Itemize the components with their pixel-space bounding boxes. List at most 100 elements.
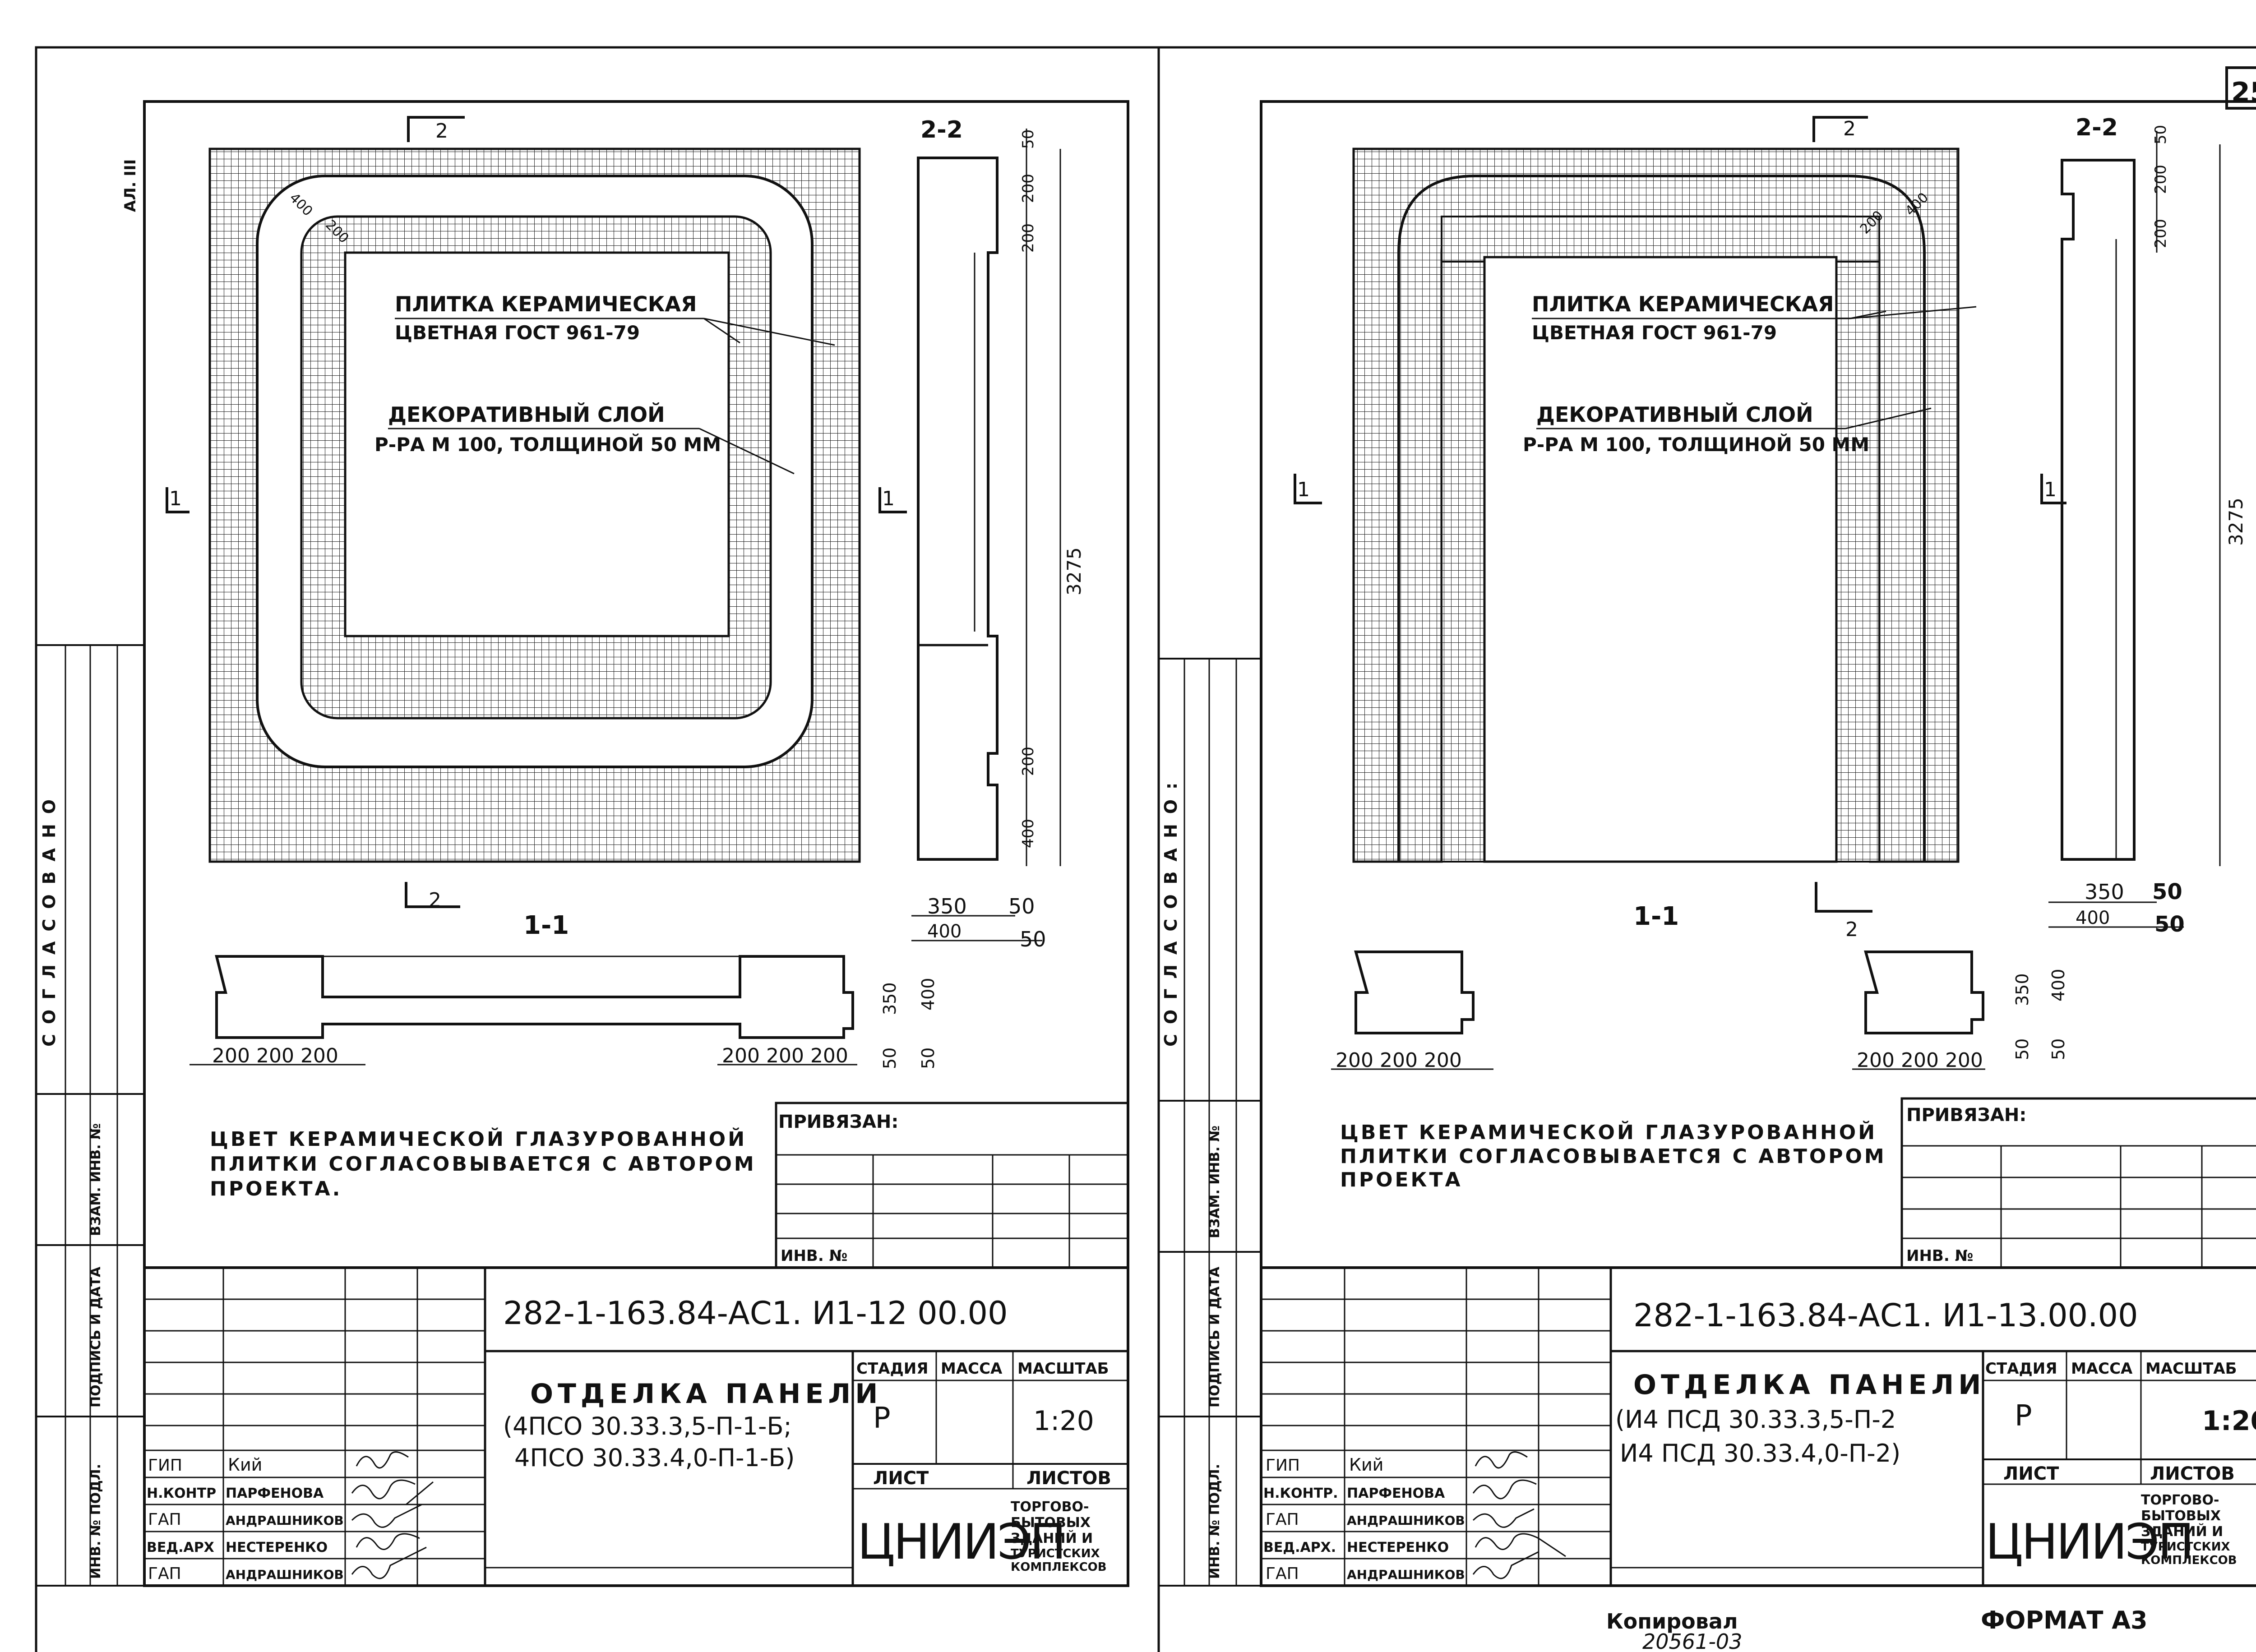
sig-role-1: ГИП: [148, 1456, 182, 1475]
sig-role-4: ВЕД.АРХ: [147, 1540, 214, 1555]
deco-label-line2: Р-РА М 100, ТОЛЩИНОЙ 50 ММ: [374, 433, 721, 456]
org-logo: ЦНИИЭП: [857, 1514, 1064, 1570]
dim-bot-400: 400: [1019, 819, 1037, 848]
tile-label-line1: ПЛИТКА КЕРАМИЧЕСКАЯ: [395, 292, 697, 316]
sig-name-1: Кий: [1349, 1455, 1383, 1475]
deco-label-line1: ДЕКОРАТИВНЫЙ СЛОЙ: [388, 402, 665, 427]
section-2-2: 2-2 3275 50 200 200 350 400 50 50: [2048, 114, 2247, 937]
dim-top-200b: 200: [1019, 223, 1037, 253]
sheet-header: ЛИСТ: [2003, 1463, 2059, 1484]
note-line3: ПРОЕКТА: [1340, 1168, 1463, 1191]
dim-v350: 350: [880, 982, 900, 1015]
dim-400: 400: [927, 921, 962, 942]
dim-350: 350: [2085, 880, 2124, 904]
album-label: АЛ. III: [121, 159, 139, 212]
tile-label-line2: ЦВЕТНАЯ ГОСТ 961-79: [1532, 322, 1777, 344]
inv-no-label: ИНВ. №: [781, 1247, 847, 1265]
section-2-2: 2-2 3275 50 200 200 200 400 350 400 50 5…: [911, 116, 1085, 951]
sheets-header: ЛИСТОВ: [2150, 1463, 2235, 1484]
sig-role-5: ГАП: [1266, 1564, 1299, 1583]
left-sheet: СОГЛАСОВАНО ВЗАМ. ИНВ. № ПОДПИСЬ И ДАТА …: [35, 100, 1129, 1587]
title-line1: ОТДЕЛКА ПАНЕЛИ: [1633, 1369, 1985, 1401]
deco-label-line2: Р-РА М 100, ТОЛЩИНОЙ 50 ММ: [1523, 433, 1869, 456]
note-line2: ПЛИТКИ СОГЛАСОВЫВАЕТСЯ С АВТОРОМ: [1340, 1145, 1886, 1168]
privyazan-label: ПРИВЯЗАН:: [778, 1112, 898, 1132]
dim-v50a: 50: [880, 1047, 900, 1069]
handwritten-signatures: [1472, 1451, 1566, 1579]
dim-50b: 50: [1020, 927, 1046, 951]
dim-v50b: 50: [2048, 1038, 2068, 1060]
side-label-vzam: ВЗАМ. ИНВ. №: [88, 1123, 104, 1236]
right-sheet: 25 СОГЛАСОВАНО: ВЗАМ. ИНВ. № ПОДПИСЬ И Д…: [1158, 66, 2256, 1587]
cut-mark-top: 2: [1843, 117, 1856, 140]
sig-role-2: Н.КОНТР.: [1263, 1486, 1338, 1501]
dim-v400: 400: [2048, 969, 2068, 1001]
side-label-soglasovano: СОГЛАСОВАНО: [39, 789, 59, 1047]
stage-header: СТАДИЯ: [1985, 1360, 2057, 1378]
org-sub-1: ТОРГОВО-: [1011, 1499, 1089, 1515]
sheet-header: ЛИСТ: [873, 1468, 929, 1489]
stage-value: Р: [2015, 1399, 2032, 1433]
sig-role-1: ГИП: [1266, 1456, 1300, 1475]
inv-no-label: ИНВ. №: [1906, 1247, 1973, 1265]
note-line3: ПРОЕКТА.: [210, 1177, 342, 1200]
note-line2: ПЛИТКИ СОГЛАСОВЫВАЕТСЯ С АВТОРОМ: [210, 1153, 756, 1176]
sig-role-4: ВЕД.АРХ.: [1263, 1540, 1336, 1555]
dim-50a: 50: [2152, 879, 2182, 904]
dim-top-200a: 200: [1019, 174, 1037, 203]
section-22-title: 2-2: [2076, 114, 2118, 141]
sig-role-5: ГАП: [148, 1564, 181, 1583]
org-sub-3: ЗДАНИЙ И: [1011, 1530, 1093, 1546]
scale-header: МАСШТАБ: [2145, 1360, 2237, 1378]
dim-350: 350: [927, 894, 967, 918]
privyazan-table: ПРИВЯЗАН: ИНВ. №: [775, 1102, 1129, 1269]
title-line2: (4ПСО 30.33.3,5-П-1-Б;: [503, 1412, 792, 1440]
panel-elevation: 2 2 1 1 400 200 ПЛИТКА КЕРАМИЧЕСКАЯ ЦВЕТ…: [166, 116, 907, 912]
stage-header: СТАДИЯ: [856, 1360, 928, 1378]
org-sub-1: ТОРГОВО-: [2141, 1492, 2219, 1508]
scale-value: 1:20: [1033, 1405, 1094, 1437]
sig-role-3: ГАП: [1266, 1510, 1299, 1529]
privyazan-table: ПРИВЯЗАН: ИНВ. №: [1900, 1097, 2256, 1269]
copied-label: Копировал: [1606, 1609, 1738, 1634]
cut-mark-bottom: 2: [429, 889, 441, 912]
deco-label-line1: ДЕКОРАТИВНЫЙ СЛОЙ: [1536, 402, 1813, 427]
sheets-header: ЛИСТОВ: [1026, 1468, 1111, 1489]
org-sub-3: ЗДАНИЙ И: [2141, 1523, 2223, 1540]
sig-name-3: АНДРАШНИКОВ: [1347, 1513, 1465, 1528]
section-11-title: 1-1: [1633, 902, 1679, 931]
dims-left-row: 200 200 200: [1336, 1049, 1462, 1072]
cut-mark-top: 2: [435, 120, 448, 143]
sig-name-4: НЕСТЕРЕНКО: [1347, 1540, 1449, 1555]
dim-50a: 50: [1008, 894, 1035, 918]
cut-mark-right: 1: [2044, 478, 2057, 501]
format-label: ФОРМАТ А3: [1981, 1606, 2148, 1634]
cut-mark-left: 1: [1297, 478, 1310, 501]
side-label-soglasovano: СОГЛАСОВАНО:: [1161, 773, 1181, 1047]
footer: Копировал 20561-03 ФОРМАТ А3: [1606, 1606, 2148, 1652]
dim-400: 400: [2076, 908, 2110, 928]
title-line3: 4ПСО 30.33.4,0-П-1-Б): [514, 1444, 795, 1472]
dim-v50b: 50: [918, 1047, 938, 1069]
sig-name-5: АНДРАШНИКОВ: [226, 1567, 344, 1582]
left-side-stamp: СОГЛАСОВАНО ВЗАМ. ИНВ. № ПОДПИСЬ И ДАТА …: [35, 159, 145, 1587]
right-side-stamp: СОГЛАСОВАНО: ВЗАМ. ИНВ. № ПОДПИСЬ И ДАТА…: [1158, 658, 1262, 1587]
doc-code: 282-1-163.84-АС1. И1-13.00.00: [1633, 1297, 2138, 1334]
note-line1: ЦВЕТ КЕРАМИЧЕСКОЙ ГЛАЗУРОВАННОЙ: [1340, 1120, 1877, 1144]
note-line1: ЦВЕТ КЕРАМИЧЕСКОЙ ГЛАЗУРОВАННОЙ: [210, 1127, 747, 1151]
org-sub-5: КОМПЛЕКСОВ: [2141, 1554, 2237, 1567]
cut-mark-left: 1: [169, 487, 182, 510]
title-line1: ОТДЕЛКА ПАНЕЛИ: [530, 1378, 882, 1410]
dim-height: 3275: [1063, 547, 1085, 595]
dim-bot-200: 200: [1019, 747, 1037, 776]
sig-name-3: АНДРАШНИКОВ: [226, 1513, 344, 1528]
title-block: ГИП Н.КОНТР ГАП ВЕД.АРХ ГАП Кий ПАРФЕНОВ…: [143, 1266, 1129, 1587]
dims-right-row: 200 200 200: [722, 1044, 848, 1067]
privyazan-label: ПРИВЯЗАН:: [1906, 1105, 2026, 1126]
panel-elevation: 2 2 1 1 200 400 ПЛИТКА КЕРАМИЧЕСКАЯ ЦВЕТ…: [1294, 116, 2066, 941]
copied-number: 20561-03: [1642, 1629, 1742, 1652]
title-block: ГИП Н.КОНТР. ГАП ВЕД.АРХ. ГАП Кий ПАРФЕН…: [1260, 1266, 2256, 1587]
dim-top-200a: 200: [2152, 165, 2170, 194]
sig-role-3: ГАП: [148, 1510, 181, 1529]
